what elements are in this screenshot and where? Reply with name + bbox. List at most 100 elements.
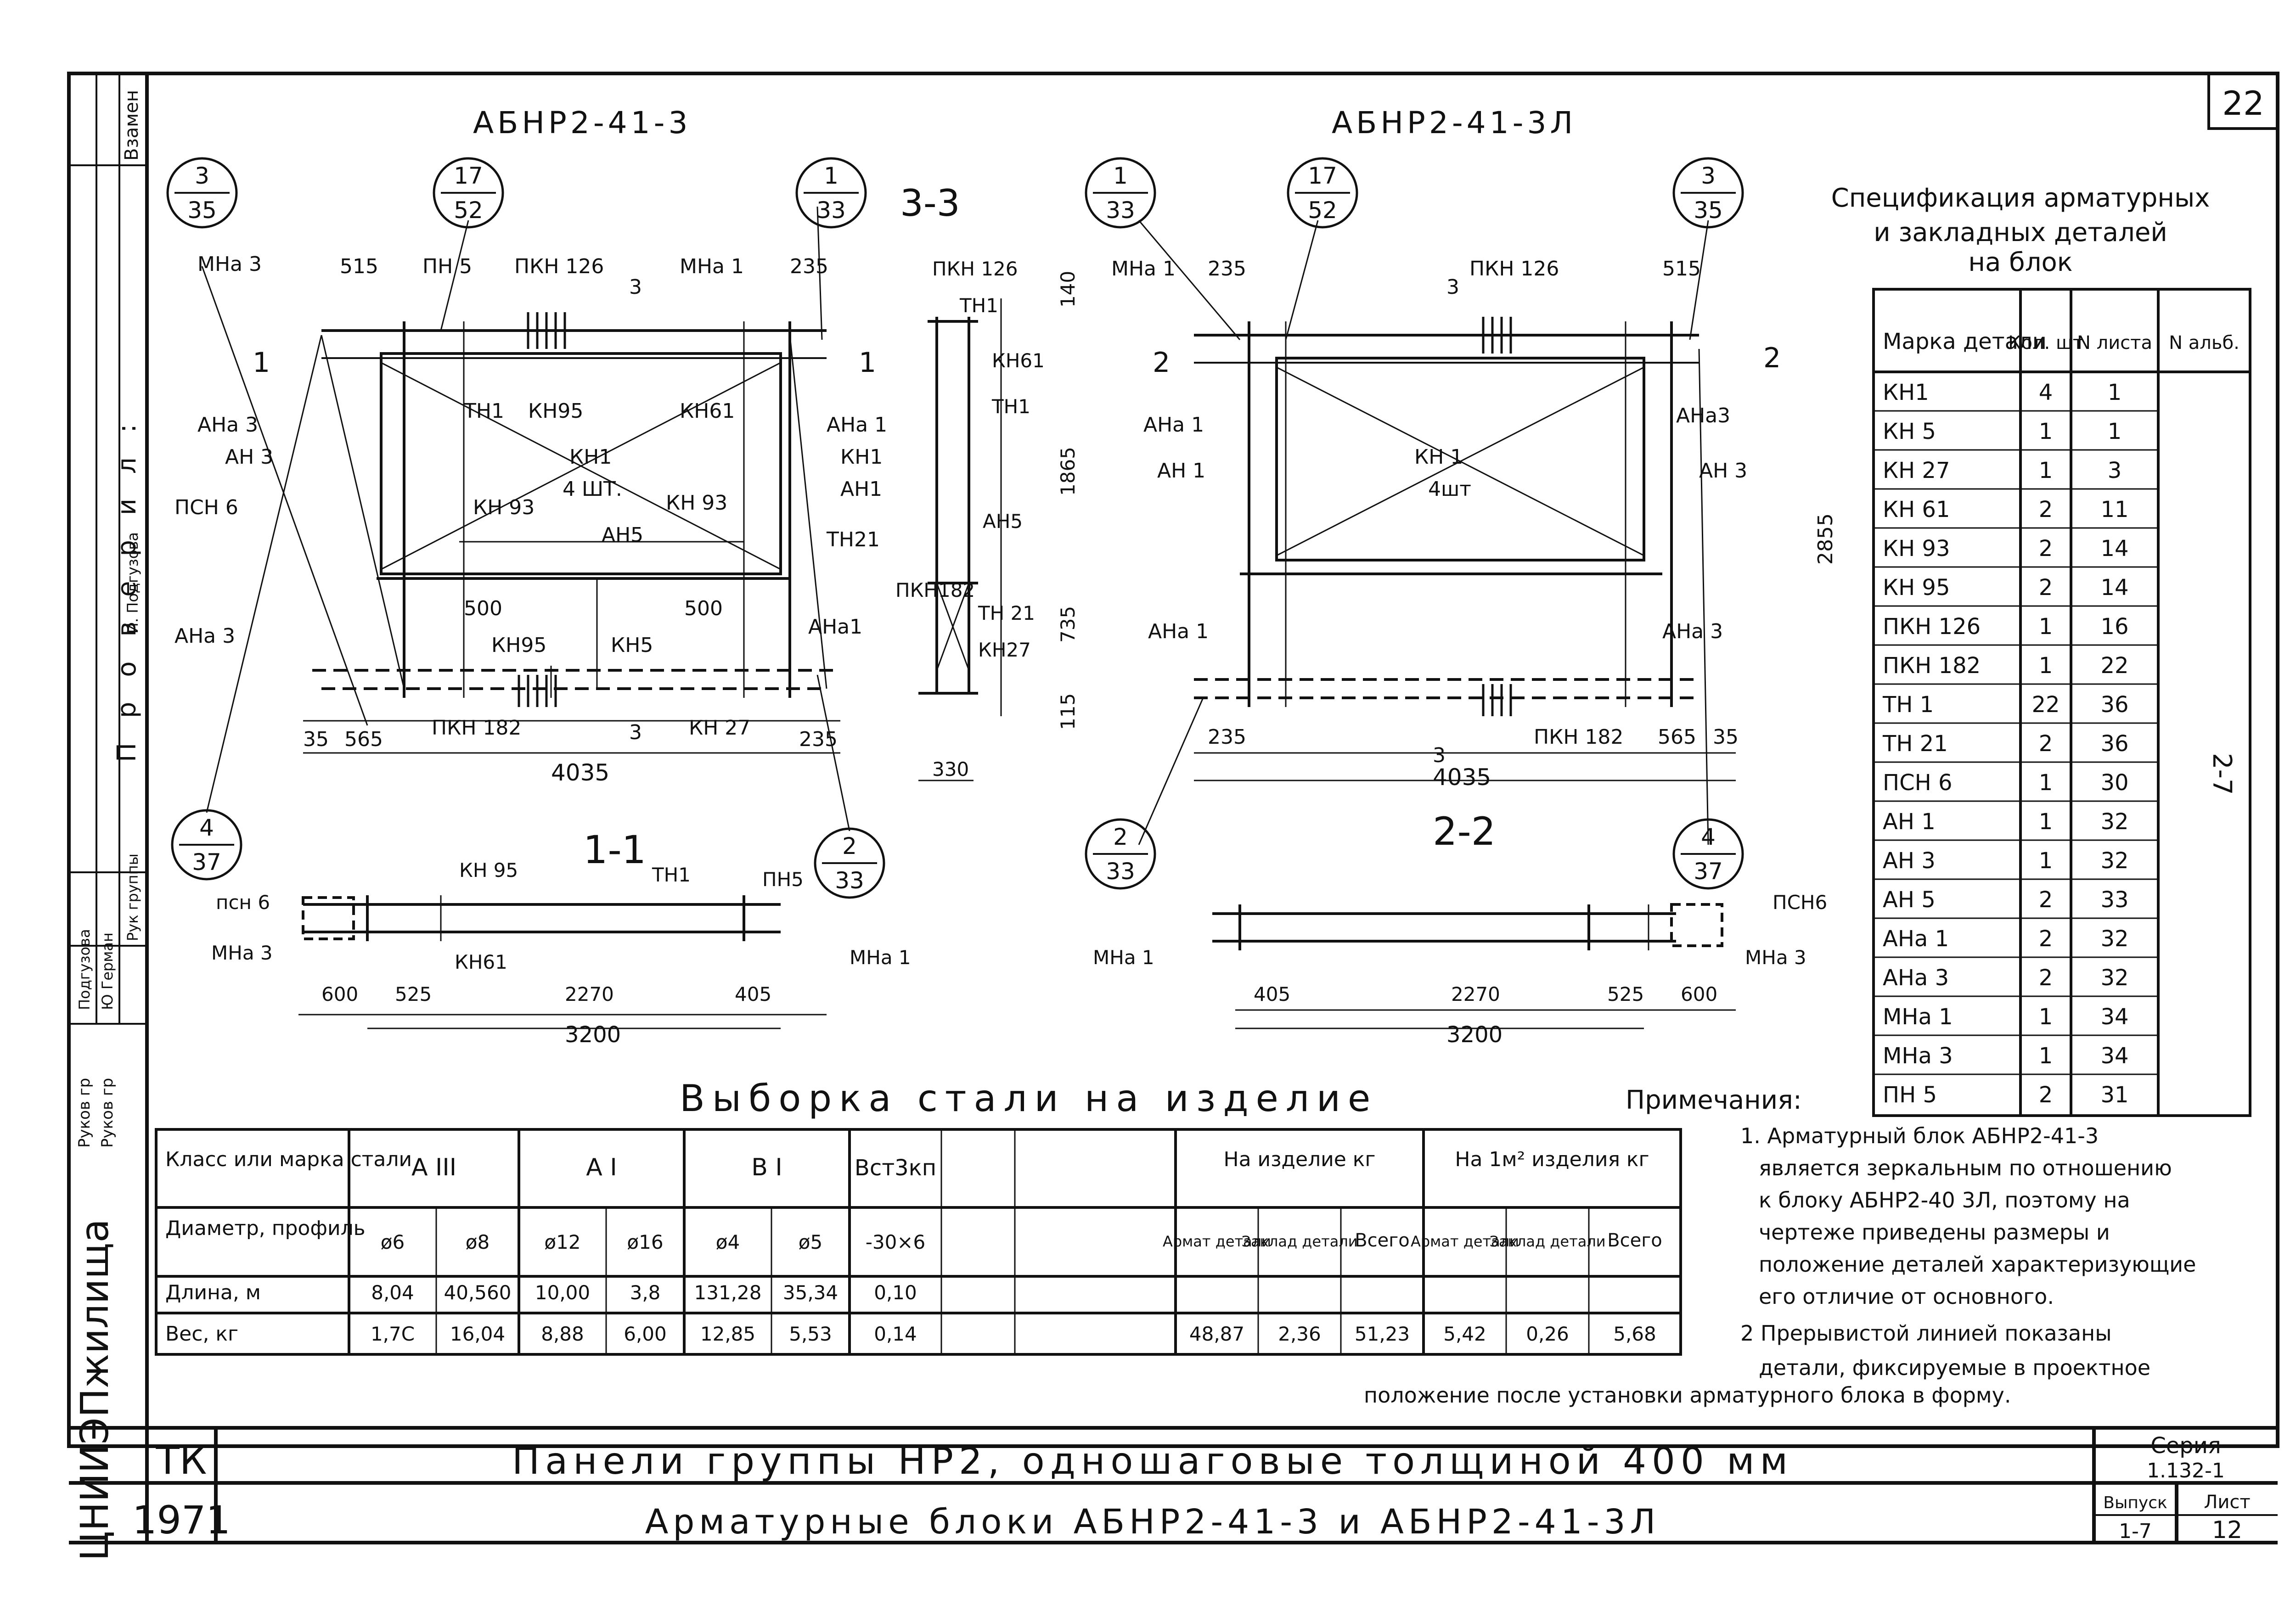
svg-text:ПН 5: ПН 5 [422,255,472,278]
per-m2-value: 5,68 [1613,1323,1656,1345]
svg-text:МНа 3: МНа 3 [197,253,262,276]
steel-length: 40,560 [444,1281,512,1304]
svg-text:235: 235 [1208,257,1246,281]
steel-diam: ø4 [716,1231,740,1253]
svg-text:ТН1: ТН1 [463,399,504,423]
spec-mark: ПН 5 [1883,1082,1937,1108]
svg-text:2: 2 [1153,347,1170,379]
spec-mark: МНа 1 [1883,1004,1953,1030]
svg-text:КН 27: КН 27 [689,716,750,740]
svg-text:565: 565 [1658,725,1696,749]
svg-text:3200: 3200 [1446,1022,1503,1048]
svg-text:АН5: АН5 [602,523,643,547]
svg-text:735: 735 [1057,606,1079,643]
right-plan: АБНР2-41-3Л [1085,105,1837,890]
spec-mark: АН 5 [1883,887,1936,913]
left-plan-labels: МНа 3 АНа 3 АН 3 ПСН 6 АНа 3 515 ПН 5 ПК… [174,253,887,786]
svg-text:35: 35 [187,197,217,224]
spec-mark: АН 3 [1883,848,1936,874]
stamp-name-1: Подгузова [76,929,93,1010]
svg-text:ПКН182: ПКН182 [895,579,975,601]
stamp-institute: ЦНИИЭПжилища [72,1219,117,1561]
svg-text:На изделие кг: На изделие кг [1224,1148,1376,1171]
spec-mark: КН 5 [1883,419,1936,444]
spec-title-3: на блок [1968,247,2072,277]
svg-text:33: 33 [1106,858,1135,885]
svg-text:АН1: АН1 [840,477,882,501]
steel-table: Выборка стали на изделие Класс или марка… [155,1077,1682,1356]
spec-qty: 4 [2039,380,2053,405]
stamp-proveril: П р о в е р и л : [112,416,142,762]
spec-qty: 1 [2039,848,2053,874]
svg-text:МНа 1: МНа 1 [1111,257,1176,281]
svg-text:его отличие от основного.: его отличие от основного. [1759,1284,2054,1309]
stamp-name-2: Ю Герман [99,932,116,1010]
steel-weight: 6,00 [624,1323,667,1345]
svg-text:515: 515 [1662,257,1701,281]
svg-text:КН 93: КН 93 [666,491,727,515]
svg-text:Марка детали: Марка детали [1883,329,2047,354]
steel-weight: 5,53 [789,1323,832,1345]
section-2-2-title: 2-2 [1433,809,1496,854]
spec-sheet: 33 [2100,887,2128,913]
steel-weight: 16,04 [450,1323,505,1345]
svg-text:2: 2 [1113,824,1128,850]
svg-text:4: 4 [199,814,214,841]
svg-text:КН95: КН95 [491,634,546,657]
svg-text:N листа: N листа [2077,332,2152,354]
spec-mark: АН 1 [1883,809,1936,835]
svg-text:ПКН 182: ПКН 182 [432,716,521,740]
svg-text:600: 600 [321,983,358,1005]
steel-length: 131,28 [694,1281,762,1304]
spec-sheet: 34 [2100,1004,2128,1030]
svg-text:3: 3 [629,275,642,299]
svg-text:3: 3 [1701,163,1716,189]
top-sheet-number: 22 [2222,84,2264,123]
svg-text:АН5: АН5 [983,510,1023,533]
spec-qty: 2 [2039,965,2053,991]
svg-text:АНа 1: АНа 1 [827,413,887,437]
svg-text:4: 4 [1701,824,1716,850]
stamp-role-3: Рук группы [124,853,141,941]
ref-bubble: 17 52 [433,157,504,229]
svg-text:140: 140 [1057,271,1079,308]
svg-text:4шт: 4шт [1428,477,1471,501]
svg-text:КН61: КН61 [992,349,1045,372]
spec-qty: 1 [2039,458,2053,483]
svg-text:ТН1: ТН1 [652,864,691,886]
steel-length: 0,10 [874,1281,917,1304]
svg-text:ПСН 6: ПСН 6 [174,496,238,519]
svg-text:2: 2 [1763,342,1781,374]
svg-text:1: 1 [253,347,270,379]
steel-weight: 1,7С [371,1323,415,1345]
spec-qty: 22 [2032,692,2060,718]
svg-text:Заклад детали: Заклад детали [1241,1233,1357,1250]
spec-qty: 1 [2039,1004,2053,1030]
svg-text:МНа 1: МНа 1 [850,946,911,969]
spec-mark: МНа 3 [1883,1043,1953,1069]
year: 1971 [132,1498,231,1543]
svg-text:Класс или марка стали: Класс или марка стали [165,1148,412,1171]
svg-text:А III: А III [411,1154,456,1181]
svg-text:2855: 2855 [1814,513,1837,565]
svg-text:35: 35 [1694,197,1723,224]
spec-sheet: 32 [2100,809,2128,835]
svg-text:МНа 1: МНа 1 [680,255,744,278]
svg-text:положение после установки арма: положение после установки арматурного бл… [1364,1383,2011,1408]
svg-text:1865: 1865 [1057,447,1079,496]
svg-text:52: 52 [454,197,483,224]
spec-qty: 2 [2039,731,2053,757]
svg-text:ПСН6: ПСН6 [1773,891,1827,914]
spec-qty: 2 [2039,536,2053,561]
svg-text:37: 37 [1694,858,1723,885]
spec-sheet: 31 [2100,1082,2128,1108]
svg-text:АНа 3: АНа 3 [174,624,235,648]
steel-length: 3,8 [630,1281,661,1304]
svg-text:3: 3 [1446,275,1459,299]
svg-text:2: 2 [842,833,857,859]
spec-mark: КН 93 [1883,536,1950,561]
svg-text:Заклад детали: Заклад детали [1489,1233,1605,1250]
svg-text:Вес, кг: Вес, кг [165,1322,238,1346]
svg-text:ПКН 126: ПКН 126 [1469,257,1559,281]
